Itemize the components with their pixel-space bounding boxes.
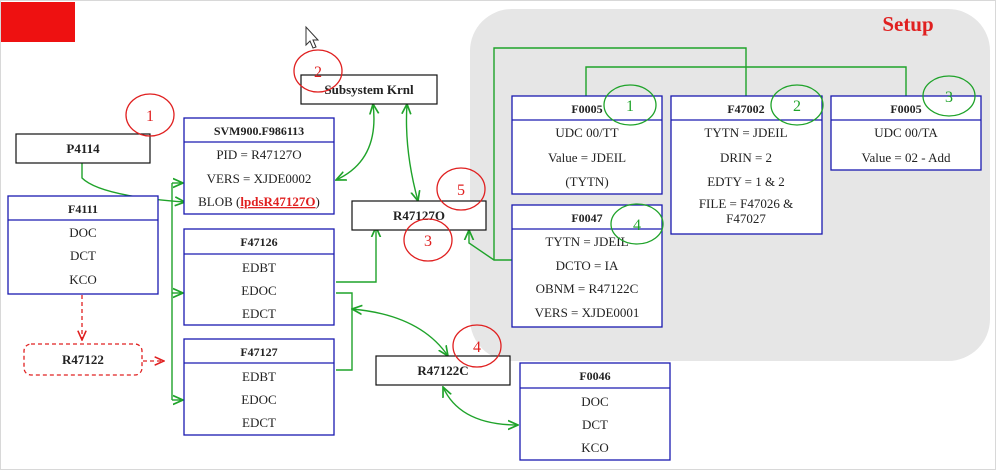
green-marker-3-label: 3 <box>945 89 953 106</box>
node-r47122c-label: R47122C <box>417 363 468 378</box>
node-r47122-label: R47122 <box>62 352 104 367</box>
red-marker-3 <box>403 218 453 262</box>
arrow-f0047-r47127o <box>469 230 512 261</box>
green-marker-2-label: 2 <box>793 98 801 115</box>
f0005b-title: F0005 <box>890 102 921 116</box>
f0005a-title: F0005 <box>571 102 602 116</box>
f47127-row: EDOC <box>241 392 276 407</box>
f0046-title: F0046 <box>579 369 610 383</box>
f47002-row: DRIN = 2 <box>720 150 772 165</box>
f0046-row: KCO <box>581 440 608 455</box>
link-setup-f47002 <box>493 47 747 260</box>
corner-block <box>1 2 75 42</box>
f47002-row: TYTN = JDEIL <box>704 125 787 140</box>
green-marker-1-label: 1 <box>626 98 634 115</box>
f47127-row: EDBT <box>242 369 276 384</box>
arrow-r47122c-f0046 <box>443 387 518 425</box>
f47126-row: EDCT <box>242 306 276 321</box>
blob-link[interactable]: lpdsR47127O <box>240 194 315 209</box>
f0046-row: DOC <box>581 394 608 409</box>
f47127-title: F47127 <box>240 345 277 359</box>
f0047-row: DCTO = IA <box>556 258 619 273</box>
f4111-row: DCT <box>70 248 96 263</box>
node-p4114-label: P4114 <box>66 141 100 156</box>
f0005a-row: Value = JDEIL <box>548 150 626 165</box>
f0046-row: DCT <box>582 417 608 432</box>
f47002-row: FILE = F47026 & <box>699 196 793 211</box>
red-marker-4 <box>452 324 502 368</box>
green-marker-4-label: 4 <box>633 217 641 234</box>
svm-row: VERS = XJDE0002 <box>207 171 312 186</box>
table-f0005-tt <box>511 95 663 195</box>
table-f0005-ta <box>830 95 982 171</box>
f0047-row: OBNM = R47122C <box>536 281 639 296</box>
link-setup-f0005 <box>585 66 907 96</box>
link-f47126-f47127 <box>336 292 353 371</box>
table-f4111 <box>7 195 159 295</box>
table-svm900 <box>183 117 335 215</box>
f47002-row: F47027 <box>726 211 766 226</box>
f0047-title: F0047 <box>571 211 602 225</box>
f47127-row: EDCT <box>242 415 276 430</box>
red-marker-3-label: 3 <box>424 233 432 250</box>
arrow-p4114-svm <box>81 163 185 202</box>
table-f0046 <box>519 362 671 461</box>
table-f47002 <box>670 95 823 235</box>
node-p4114: P4114 <box>15 133 151 164</box>
arrow-subsystem-svm <box>336 104 374 180</box>
f0005a-row: (TYTN) <box>565 174 608 189</box>
node-subsystem-krnl: Subsystem Krnl <box>300 74 438 105</box>
f47126-row: EDBT <box>242 260 276 275</box>
node-r47122: R47122 <box>23 343 143 376</box>
node-r47127o: R47127O <box>351 200 487 231</box>
green-marker-1 <box>603 84 657 126</box>
svm-row: PID = R47127O <box>216 147 301 162</box>
setup-label: Setup <box>882 12 933 36</box>
f4111-row: DOC <box>69 225 96 240</box>
red-marker-1-label: 1 <box>146 108 154 125</box>
f47126-row: EDOC <box>241 283 276 298</box>
f47002-row: EDTY = 1 & 2 <box>707 174 785 189</box>
f4111-row: KCO <box>69 272 96 287</box>
green-marker-3 <box>922 75 976 117</box>
red-marker-4-label: 4 <box>473 339 481 356</box>
red-marker-5 <box>436 167 486 211</box>
svm-title: SVM900.F986113 <box>214 124 304 138</box>
red-marker-1 <box>125 93 175 137</box>
table-f0047 <box>511 204 663 328</box>
mouse-pointer-icon <box>305 25 320 49</box>
f0047-row: VERS = XJDE0001 <box>535 305 640 320</box>
red-marker-2-label: 2 <box>314 64 322 81</box>
svm-row-blob: BLOB (lpdsR47127O) <box>198 194 320 209</box>
f0005b-row: Value = 02 - Add <box>862 150 951 165</box>
table-f47127 <box>183 338 335 436</box>
green-marker-4 <box>610 203 664 245</box>
f0005a-row: UDC 00/TT <box>555 125 618 140</box>
f47002-title: F47002 <box>727 102 764 116</box>
node-subsystem-label: Subsystem Krnl <box>324 82 414 97</box>
f0005b-row: UDC 00/TA <box>874 125 938 140</box>
table-f47126 <box>183 228 335 326</box>
arrow-subsystem-r47127o <box>406 104 418 201</box>
red-marker-2 <box>293 49 343 93</box>
node-r47122c: R47122C <box>375 355 511 386</box>
green-marker-2 <box>770 84 824 126</box>
f0047-row: TYTN = JDEIL <box>545 234 628 249</box>
arrow-f47126-r47127o <box>336 227 376 283</box>
f47126-title: F47126 <box>240 235 277 249</box>
red-marker-5-label: 5 <box>457 182 465 199</box>
arrow-f47127-r47122c <box>352 309 448 356</box>
f4111-title: F4111 <box>68 202 98 216</box>
